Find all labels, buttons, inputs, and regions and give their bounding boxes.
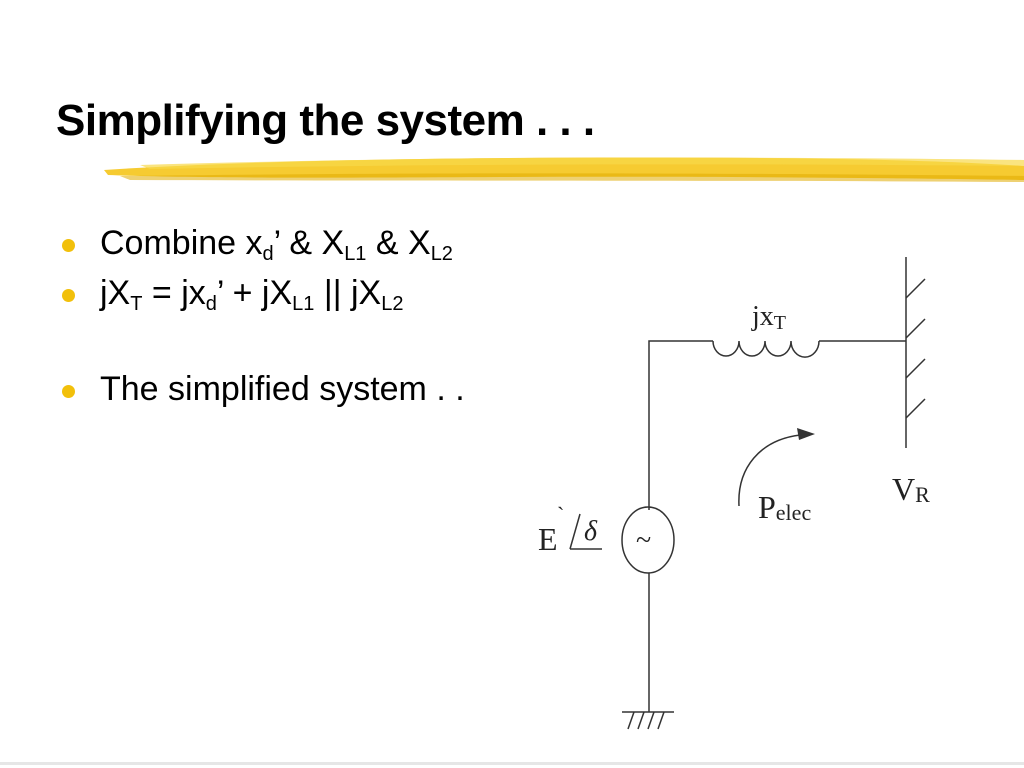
reactance-inductor: [712, 340, 820, 358]
reactance-label: jxT: [751, 301, 786, 334]
bullet-list: Combine xd’ & XL1 & XL2 jXT = jxd’ + jXL…: [62, 221, 465, 417]
ground-symbol: [622, 711, 674, 730]
bullet-text: Combine xd’ & XL1 & XL2: [100, 224, 453, 265]
source-prime-mark: `: [557, 502, 564, 527]
source-emf-label: E: [538, 521, 558, 557]
power-flow-arrow: [738, 434, 801, 507]
bullet-dot-icon: [62, 239, 75, 252]
bullet-item-equation: jXT = jxd’ + jXL1 || jXL2: [62, 271, 465, 321]
angle-symbol: [569, 513, 602, 550]
source-angle-label: δ: [584, 516, 598, 547]
bullet-item-combine: Combine xd’ & XL1 & XL2: [62, 221, 465, 271]
bullet-item-simplified: The simplified system . .: [62, 367, 465, 417]
bullet-dot-icon: [62, 289, 75, 302]
bullet-text: jXT = jxd’ + jXL1 || jXL2: [100, 274, 404, 315]
source-circle: [621, 506, 675, 574]
bullet-text: The simplified system . .: [100, 370, 465, 408]
wire-top-left: [648, 340, 713, 510]
slide-bottom-rule: [0, 762, 1024, 765]
bullet-dot-icon: [62, 385, 75, 398]
slide-title: Simplifying the system . . .: [56, 96, 595, 145]
power-flow-arrowhead: [797, 428, 815, 440]
power-label: Pelec: [758, 489, 811, 525]
infinite-bus-hatching: [905, 278, 926, 419]
source-tilde-icon: ~: [636, 525, 651, 556]
receiving-voltage-label: VR: [892, 471, 930, 507]
